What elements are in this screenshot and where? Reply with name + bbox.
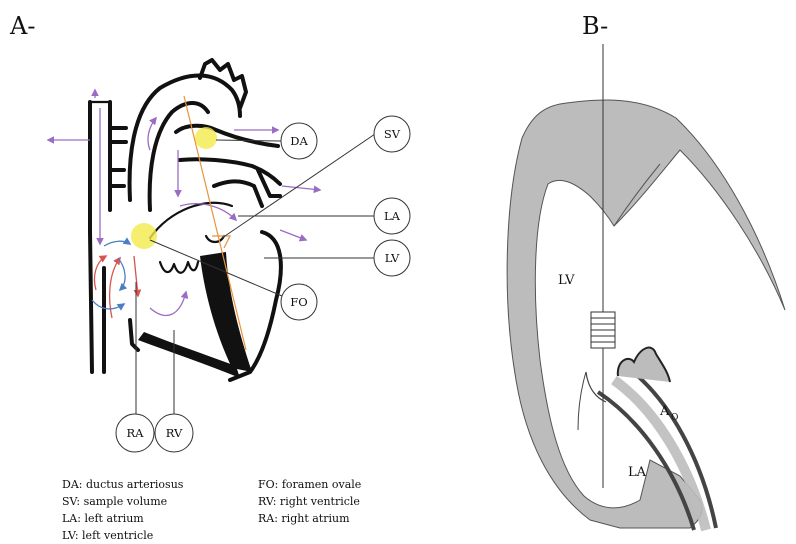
vessel-branches	[112, 128, 126, 186]
legend-item: FO: foramen ovale	[258, 478, 361, 491]
flow-arrow	[180, 204, 236, 220]
pulmonary-trunk-top	[176, 126, 278, 146]
callout-rv-label: RV	[166, 426, 183, 440]
flow-arrow	[282, 186, 320, 190]
legend-item: LV: left ventricle	[62, 529, 153, 542]
callout-da: DA	[281, 123, 317, 159]
callout-ra: RA	[116, 414, 154, 452]
callout-sv: SV	[374, 116, 410, 152]
callout-la: LA	[374, 198, 410, 234]
panel-a-label: A-	[9, 12, 35, 40]
sample-volume-gate	[591, 312, 615, 348]
echo-ao-label: A	[659, 404, 670, 419]
right-ventricle-wall	[130, 320, 138, 350]
callout-leaders	[136, 134, 375, 414]
callout-da-label: DA	[290, 134, 308, 148]
callout-fo-label: FO	[290, 295, 307, 309]
vena-cava-left-wall	[90, 102, 92, 372]
fo-highlight	[131, 223, 157, 249]
flow-arrow	[118, 258, 125, 290]
echo-la-label: LA	[628, 465, 647, 480]
legend-item: LA: left atrium	[62, 512, 144, 525]
callout-sv-label: SV	[384, 127, 401, 141]
echo-view-diagram: LV LA A O	[507, 44, 785, 530]
legend-item: RA: right atrium	[258, 512, 350, 525]
atrioventricular-valves	[160, 262, 198, 273]
da-highlight	[195, 127, 217, 149]
mitral-leaflet-anterior	[578, 372, 586, 430]
legend-item: RV: right ventricle	[258, 495, 360, 508]
aortic-valve-cusps	[618, 348, 670, 382]
callout-fo: FO	[281, 284, 317, 320]
legend-item: DA: ductus arteriosus	[62, 478, 184, 491]
legend: DA: ductus arteriosus SV: sample volume …	[62, 478, 361, 542]
flow-arrow	[92, 300, 124, 309]
flow-arrow	[280, 230, 306, 240]
callout-ra-label: RA	[127, 426, 145, 440]
callout-lv-label: LV	[385, 251, 400, 265]
leader-line	[216, 140, 281, 141]
legend-item: SV: sample volume	[62, 495, 167, 508]
mitral-valve	[206, 236, 224, 242]
atrial-septum	[150, 203, 232, 238]
echo-lv-label: LV	[558, 273, 575, 288]
fetal-heart-diagram	[90, 60, 281, 380]
callout-la-label: LA	[384, 209, 401, 223]
callout-lv: LV	[374, 240, 410, 276]
flow-arrow	[104, 241, 130, 246]
echo-ao-subscript: O	[671, 413, 678, 423]
panel-b-label: B-	[582, 12, 608, 40]
ventricle-wall	[507, 100, 785, 528]
callout-rv: RV	[155, 414, 193, 452]
flow-arrow	[150, 292, 186, 315]
